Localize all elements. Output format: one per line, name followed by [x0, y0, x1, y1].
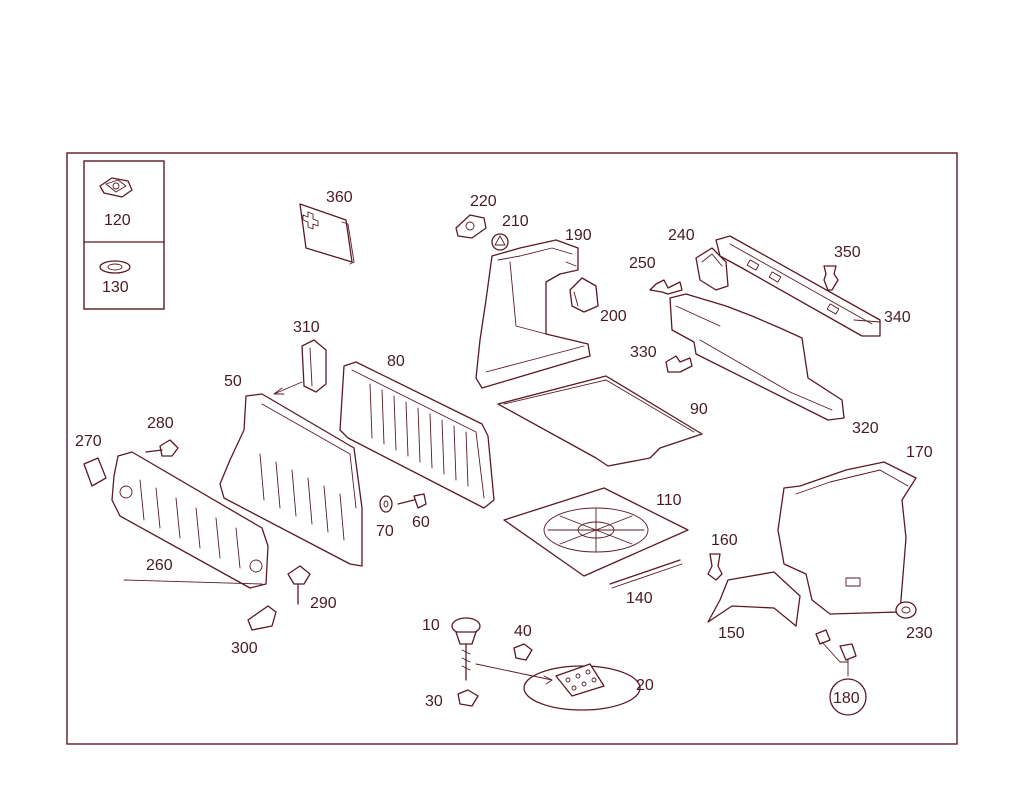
callout-30: 30: [425, 693, 443, 710]
part-320-trim-panel: [669, 293, 845, 421]
part-170-wheelarch-trim: [777, 461, 917, 615]
callout-80: 80: [387, 353, 405, 370]
callout-110: 110: [656, 492, 682, 509]
leader-lines: [273, 261, 881, 685]
part-280-bolt: [145, 439, 179, 457]
part-10-bolt: [451, 617, 481, 681]
part-180-fasteners: [815, 629, 867, 716]
callout-350: 350: [834, 244, 861, 261]
callout-50: 50: [224, 373, 242, 390]
callout-labels: 10 20 30 40 50 60 70 80 90 110 140 150 1…: [75, 189, 933, 710]
callout-240: 240: [668, 227, 695, 244]
callout-220: 220: [470, 193, 497, 210]
callout-20: 20: [636, 677, 654, 694]
callout-310: 310: [293, 319, 320, 336]
part-270-clip: [83, 457, 107, 487]
part-60-bolt: [397, 493, 427, 509]
callout-160: 160: [711, 532, 738, 549]
part-260-panel: [111, 451, 269, 589]
part-20-dish: [523, 663, 641, 711]
callout-190: 190: [565, 227, 592, 244]
part-150-trim: [707, 571, 801, 627]
part-50-rear-panel: [219, 393, 363, 567]
part-80-partition: [339, 361, 495, 509]
callout-200: 200: [600, 308, 627, 325]
callout-90: 90: [690, 401, 708, 418]
part-140-strap: [609, 559, 683, 589]
part-300-bracket: [247, 605, 277, 631]
part-230-grommet: [895, 601, 917, 619]
callout-330: 330: [630, 344, 657, 361]
callout-340: 340: [884, 309, 911, 326]
part-250-clip: [649, 279, 683, 295]
part-200-cap: [569, 277, 599, 313]
part-360-first-aid-kit: [299, 203, 355, 265]
legend-label-120: 120: [104, 212, 131, 229]
callout-180: 180: [833, 690, 860, 707]
part-240-cover: [695, 247, 729, 291]
part-310-bracket: [301, 339, 327, 393]
callout-280: 280: [147, 415, 174, 432]
callout-10: 10: [422, 617, 440, 634]
part-90-floor-mat: [497, 375, 703, 467]
part-220-clip: [455, 214, 487, 239]
callout-40: 40: [514, 623, 532, 640]
callout-260: 260: [146, 557, 173, 574]
legend-label-130: 130: [102, 279, 129, 296]
callout-230: 230: [906, 625, 933, 642]
callout-140: 140: [626, 590, 653, 607]
part-210-ring: [491, 233, 509, 251]
callout-60: 60: [412, 514, 430, 531]
callout-300: 300: [231, 640, 258, 657]
grommet-130-icon: [99, 260, 131, 274]
callout-70: 70: [376, 523, 394, 540]
callout-290: 290: [310, 595, 337, 612]
callout-360: 360: [326, 189, 353, 206]
part-330-clip: [665, 355, 693, 373]
callout-210: 210: [502, 213, 529, 230]
part-350-push-clip: [823, 265, 839, 291]
callout-270: 270: [75, 433, 102, 450]
part-70-washer: [379, 495, 393, 513]
part-340-rear-member: [715, 235, 881, 337]
part-110-tray: [503, 487, 689, 577]
part-290-bolt: [287, 565, 311, 605]
part-40-nut: [513, 643, 533, 661]
diagram-frame: [66, 152, 958, 745]
callout-150: 150: [718, 625, 745, 642]
part-30-nut: [457, 689, 479, 707]
part-190-side-trim: [475, 239, 591, 389]
legend-box: 120 130: [83, 160, 165, 310]
callout-320: 320: [852, 420, 879, 437]
part-160-clip: [707, 553, 723, 581]
callout-250: 250: [629, 255, 656, 272]
callout-170: 170: [906, 444, 933, 461]
clip-120-icon: [99, 177, 133, 198]
